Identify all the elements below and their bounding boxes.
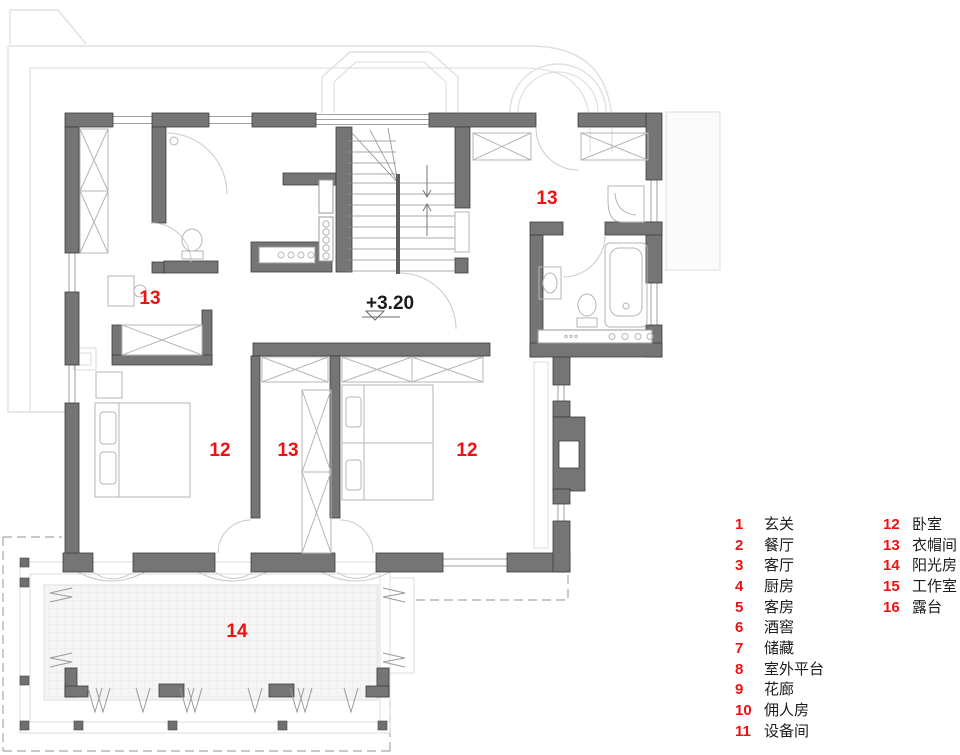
- room-labels: 13 13 12 13 12 14: [139, 188, 557, 642]
- toilet-icon: [181, 228, 204, 260]
- room-number-label: 12: [209, 440, 230, 461]
- double-bed-icon: [341, 384, 434, 501]
- bathtub-icon: [604, 242, 648, 328]
- room-number-label: 13: [277, 440, 298, 461]
- room-number-label: 12: [456, 440, 477, 461]
- laundry-appliances: [258, 179, 334, 264]
- level-marker-icon: [362, 310, 400, 321]
- desk-icon: [107, 275, 147, 307]
- room-number-label: 13: [536, 188, 557, 209]
- roof-outline: [7, 9, 721, 674]
- door-swings: [92, 127, 606, 580]
- level-annotation: +3.20: [362, 293, 414, 321]
- walls: [62, 112, 663, 573]
- windows: [68, 114, 658, 567]
- staircase: [346, 127, 470, 330]
- window-sill-band: [533, 361, 549, 549]
- level-label: +3.20: [366, 293, 414, 314]
- vanity-counter: [537, 329, 654, 344]
- sink-icon: [538, 266, 562, 300]
- room-number-label: 13: [139, 288, 160, 309]
- room-number-label: 14: [226, 621, 248, 642]
- toilet-icon: [576, 293, 598, 328]
- wardrobes: [79, 128, 649, 554]
- sunroom-structure: [19, 557, 406, 734]
- bed-icon: [94, 371, 191, 498]
- corner-shower-icon: [607, 185, 645, 223]
- shower-icon: [165, 132, 228, 195]
- fixtures: [94, 132, 654, 549]
